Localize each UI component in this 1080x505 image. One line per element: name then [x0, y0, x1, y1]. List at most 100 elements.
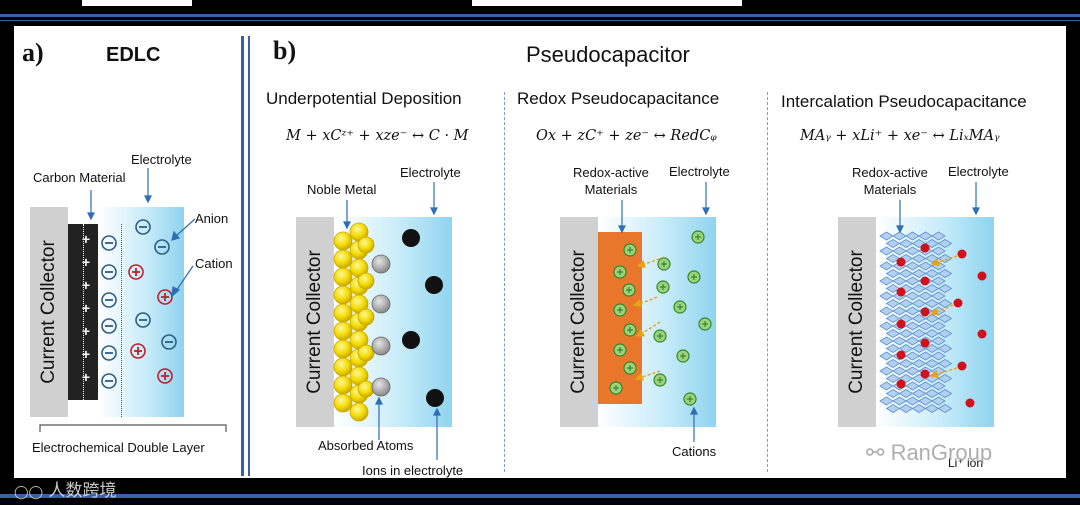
ions-label: Ions in electrolyte [362, 463, 464, 478]
anion-icons [101, 219, 177, 389]
lattice-cell [879, 366, 894, 376]
lattice-cell [892, 396, 907, 406]
lattice-cell [898, 239, 914, 248]
lattice-cell [879, 396, 894, 406]
lattice-cell [898, 269, 914, 278]
lattice-cell [911, 359, 927, 368]
lattice-cell [918, 381, 933, 391]
svg-text:+: + [82, 369, 90, 385]
lattice-cell [905, 321, 920, 331]
lattice-cell [924, 269, 940, 278]
lattice-cell [937, 269, 953, 278]
intercalation-equation: MAᵧ + xLi⁺ + xe⁻ ↔ LiₓMAᵧ [800, 128, 1000, 144]
panel-a-title: EDLC [106, 44, 161, 66]
intercalation-heading: Intercalation Pseudocapacitance [781, 92, 1027, 111]
lattice-cell [911, 299, 927, 308]
plus-charges: +++ ++++ [82, 231, 90, 385]
svg-text:+: + [82, 254, 90, 270]
panel-b-title: Pseudocapacitor [526, 42, 690, 67]
noble-metal-atoms [333, 222, 375, 422]
lattice-cell [911, 389, 927, 398]
lattice-cell [905, 276, 920, 286]
lattice-cell [885, 299, 901, 308]
redox-heading: Redox Pseudocapacitance [517, 89, 720, 108]
lattice-cell [898, 404, 914, 413]
li-ion-label: Li⁺ ion [948, 456, 984, 470]
lattice-cell [885, 404, 901, 413]
lattice-cell [892, 231, 907, 241]
lattice-cell [892, 276, 907, 286]
electrolyte-label-intercalation: Electrolyte [948, 164, 1009, 179]
lattice-cell [937, 404, 953, 413]
lattice-cell [885, 269, 901, 278]
lattice-cell [885, 359, 901, 368]
lattice-cell [931, 246, 946, 256]
lattice-cell [918, 396, 933, 406]
lattice-cell [885, 239, 901, 248]
lattice-cell [924, 404, 940, 413]
lattice-cell [931, 336, 946, 346]
svg-text:+: + [82, 300, 90, 316]
lattice-cell [892, 306, 907, 316]
panel-a-letter: a) [22, 38, 44, 67]
lattice-cell [924, 389, 940, 398]
svg-text:+: + [82, 231, 90, 247]
absorbed-atoms-label: Absorbed Atoms [318, 438, 414, 453]
noble-metal-label: Noble Metal [307, 182, 377, 197]
svg-text:+: + [82, 346, 90, 362]
lattice-cell [911, 254, 927, 263]
redox-material-block [598, 232, 642, 404]
lattice-cell [924, 359, 940, 368]
lattice-cell [937, 344, 953, 353]
intercalation-lattice [879, 231, 953, 413]
li-ions [896, 243, 987, 408]
lattice-cell [892, 246, 907, 256]
lattice-cell [911, 329, 927, 338]
lattice-cell [911, 284, 927, 293]
lattice-cell [918, 231, 933, 241]
lattice-cell [937, 329, 953, 338]
lattice-cell [905, 306, 920, 316]
lattice-cell [885, 389, 901, 398]
cation-icons [128, 264, 173, 384]
cation-label: Cation [195, 256, 233, 271]
lattice-cell [918, 351, 933, 361]
current-collector-upd: Current Collector [296, 217, 334, 427]
electrolyte-label-upd: Electrolyte [400, 165, 461, 180]
lattice-cell [931, 231, 946, 241]
lattice-cell [924, 299, 940, 308]
lattice-cell [905, 351, 920, 361]
lattice-cell [918, 291, 933, 301]
lattice-cell [937, 389, 953, 398]
lattice-cell [937, 374, 953, 383]
lattice-cell [924, 254, 940, 263]
lattice-cell [905, 366, 920, 376]
lattice-cell [905, 231, 920, 241]
lattice-cell [911, 404, 927, 413]
lattice-cell [931, 291, 946, 301]
lattice-cell [931, 396, 946, 406]
double-layer-label: Electrochemical Double Layer [32, 440, 205, 455]
lattice-cell [937, 284, 953, 293]
lattice-cell [905, 381, 920, 391]
lattice-cell [937, 239, 953, 248]
lattice-cell [905, 291, 920, 301]
electrolyte-label-redox: Electrolyte [669, 164, 730, 179]
current-collector-a: Current Collector [30, 207, 68, 417]
lattice-cell [931, 261, 946, 271]
lattice-cell [931, 321, 946, 331]
lattice-cell [892, 366, 907, 376]
lattice-cell [898, 299, 914, 308]
current-collector-intercalation: Current Collector [838, 217, 876, 427]
lattice-cell [879, 336, 894, 346]
lattice-cell [879, 381, 894, 391]
lattice-cell [931, 351, 946, 361]
lattice-cell [905, 261, 920, 271]
absorbed-atoms [371, 254, 391, 397]
bottom-bar [0, 478, 1080, 505]
electrolyte-ions [402, 229, 444, 407]
lattice-cell [885, 344, 901, 353]
anion-label: Anion [195, 211, 229, 226]
lattice-cell [911, 269, 927, 278]
